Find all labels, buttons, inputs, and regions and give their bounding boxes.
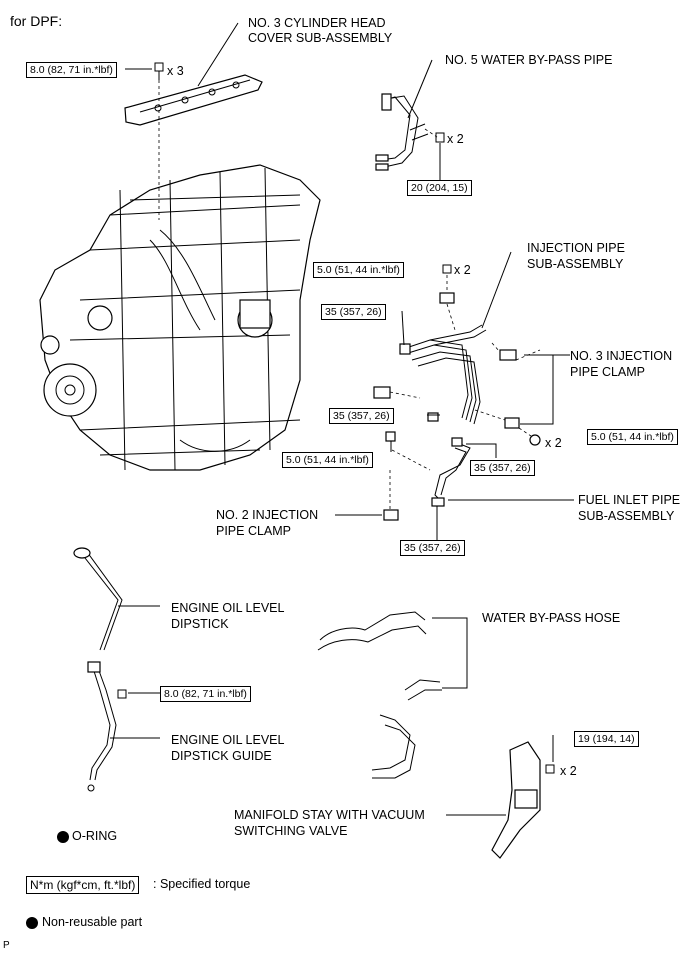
legend-torque-unit-box: N*m (kgf*cm, ft.*lbf) [26, 876, 140, 894]
label-water-bypass-hose: WATER BY-PASS HOSE [482, 611, 621, 625]
qty-injection-top: x 2 [454, 263, 471, 277]
qty-manifold: x 2 [560, 764, 577, 778]
qty-no3-clamp: x 2 [545, 436, 562, 450]
manifold-stay-part [491, 741, 555, 859]
nonreusable-dot-icon [57, 831, 69, 843]
engine-block [39, 164, 321, 471]
legend-torque-description: : Specified torque [153, 877, 251, 891]
torque-box-guide: 8.0 (82, 71 in.*lbf) [160, 686, 251, 702]
label-dipstick-line2: DIPSTICK [171, 617, 229, 631]
torque-box-35-b: 35 (357, 26) [329, 408, 394, 424]
injection-pipe-part [373, 264, 520, 429]
label-no3-clamp-line1: NO. 3 INJECTION [570, 349, 673, 363]
water-bypass-pipe-part [375, 93, 445, 171]
torque-box-35-a: 35 (357, 26) [321, 304, 386, 320]
torque-box-water: 20 (204, 15) [407, 180, 472, 196]
label-fuel-inlet-pipe-line2: SUB-ASSEMBLY [578, 509, 675, 523]
qty-water: x 2 [447, 132, 464, 146]
label-injection-pipe-line1: INJECTION PIPE [527, 241, 625, 255]
water-bypass-hose-part [317, 611, 442, 779]
label-cylinder-head-cover-line2: COVER SUB-ASSEMBLY [248, 31, 393, 45]
torque-box-cover: 8.0 (82, 71 in.*lbf) [26, 62, 117, 78]
legend-nonreusable-dot-icon [26, 917, 38, 929]
label-dipstick-line1: ENGINE OIL LEVEL [171, 601, 285, 615]
label-dipstick-guide-line1: ENGINE OIL LEVEL [171, 733, 285, 747]
dipstick-guide-part [87, 661, 127, 792]
label-fuel-inlet-pipe-line1: FUEL INLET PIPE [578, 493, 681, 507]
label-no2-clamp-line2: PIPE CLAMP [216, 524, 292, 538]
label-manifold-stay-line2: SWITCHING VALVE [234, 824, 348, 838]
qty-cover: x 3 [167, 64, 184, 78]
footer-code: P [3, 940, 10, 951]
legend-nonreusable-description: Non-reusable part [42, 915, 143, 929]
torque-box-manifold: 19 (194, 14) [574, 731, 639, 747]
page-title: for DPF: [10, 13, 63, 29]
label-o-ring: O-RING [72, 829, 118, 843]
torque-box-injection-top: 5.0 (51, 44 in.*lbf) [313, 262, 404, 278]
torque-box-35-d: 35 (357, 26) [400, 540, 465, 556]
label-manifold-stay-line1: MANIFOLD STAY WITH VACUUM [234, 808, 425, 822]
label-no3-clamp-line2: PIPE CLAMP [570, 365, 646, 379]
fuel-inlet-pipe-part [383, 437, 471, 521]
label-water-bypass-pipe: NO. 5 WATER BY-PASS PIPE [445, 53, 613, 67]
cylinder-head-cover-part [124, 62, 263, 126]
torque-box-injection-low: 5.0 (51, 44 in.*lbf) [282, 452, 373, 468]
label-dipstick-guide-line2: DIPSTICK GUIDE [171, 749, 272, 763]
label-no2-clamp-line1: NO. 2 INJECTION [216, 508, 319, 522]
torque-box-35-c: 35 (357, 26) [470, 460, 535, 476]
label-cylinder-head-cover-line1: NO. 3 CYLINDER HEAD [248, 16, 386, 30]
dipstick-part [73, 547, 123, 651]
torque-box-no3-clamp: 5.0 (51, 44 in.*lbf) [587, 429, 678, 445]
label-injection-pipe-line2: SUB-ASSEMBLY [527, 257, 624, 271]
